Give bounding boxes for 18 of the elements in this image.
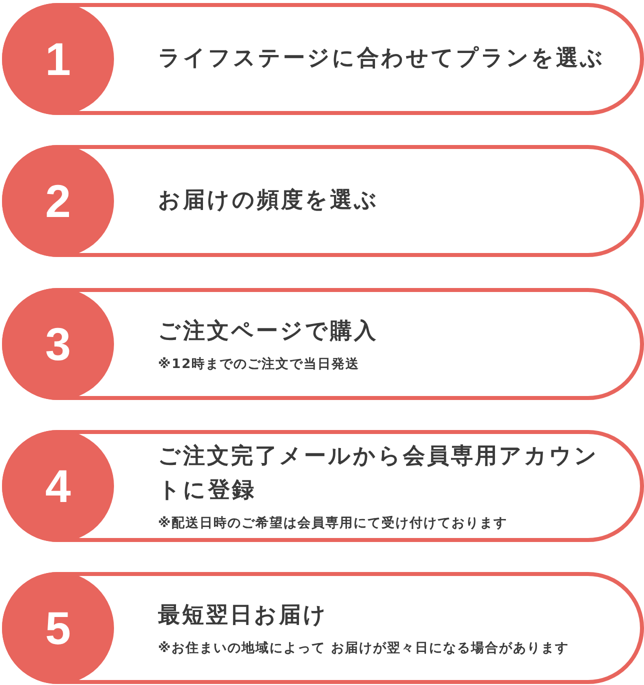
step-card [2,288,644,400]
step-number-badge: 5 [2,572,114,684]
step-title: ご注文ページで購入 [158,318,379,346]
step-card [2,572,644,684]
step-card [2,3,644,115]
step-card [2,430,644,542]
step-number-badge: 3 [2,288,114,400]
step-title: ご注文完了メールから会員専用アカウントに登録 [158,443,600,505]
step-note: ※配送日時のご希望は会員専用にて受け付けております [158,514,509,532]
step-card [2,145,644,257]
step-number-badge: 4 [2,430,114,542]
step-title: ライフステージに合わせてプランを選ぶ [158,45,606,73]
step-note: ※12時までのご注文で当日発送 [158,356,361,373]
step-note: ※お住まいの地域によって お届けが翌々日になる場合があります [158,640,570,657]
step-title: 最短翌日お届け [158,602,329,630]
step-title: お届けの頻度を選ぶ [158,186,380,215]
step-number-badge: 1 [2,3,114,115]
step-number-badge: 2 [2,145,114,257]
